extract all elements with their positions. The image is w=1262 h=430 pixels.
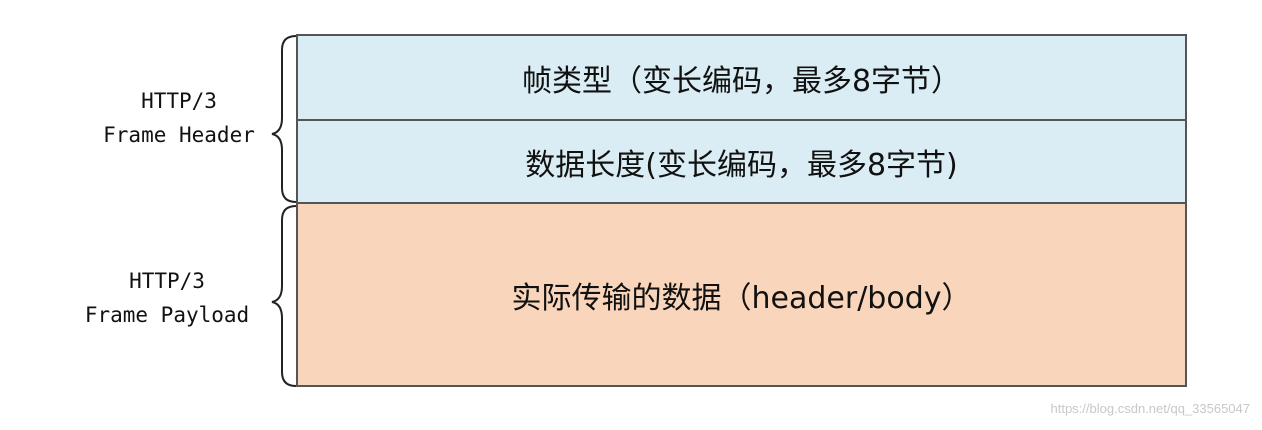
payload-data-text: 实际传输的数据（header/body） (511, 280, 972, 316)
frame-type-field: 帧类型（变长编码，最多8字节） (296, 34, 1187, 121)
braces-group (271, 35, 297, 387)
frame-header-label-line1: HTTP/3 (141, 89, 217, 113)
payload-data-field: 实际传输的数据（header/body） (296, 202, 1187, 387)
frame-header-label-line2: Frame Header (103, 123, 255, 147)
data-length-field: 数据长度(变长编码，最多8字节) (296, 119, 1187, 204)
frame-payload-label-line2: Frame Payload (84, 303, 250, 327)
watermark-text: https://blog.csdn.net/qq_33565047 (1050, 401, 1251, 416)
frame-payload-label: HTTP/3 Frame Payload (64, 264, 270, 332)
frame-payload-label-line1: HTTP/3 (129, 269, 205, 293)
data-length-text: 数据长度(变长编码，最多8字节) (525, 147, 958, 183)
frame-payload-brace (271, 205, 297, 387)
frame-type-text: 帧类型（变长编码，最多8字节） (521, 63, 962, 99)
frame-header-label: HTTP/3 Frame Header (88, 84, 270, 152)
frame-header-brace (271, 35, 297, 203)
